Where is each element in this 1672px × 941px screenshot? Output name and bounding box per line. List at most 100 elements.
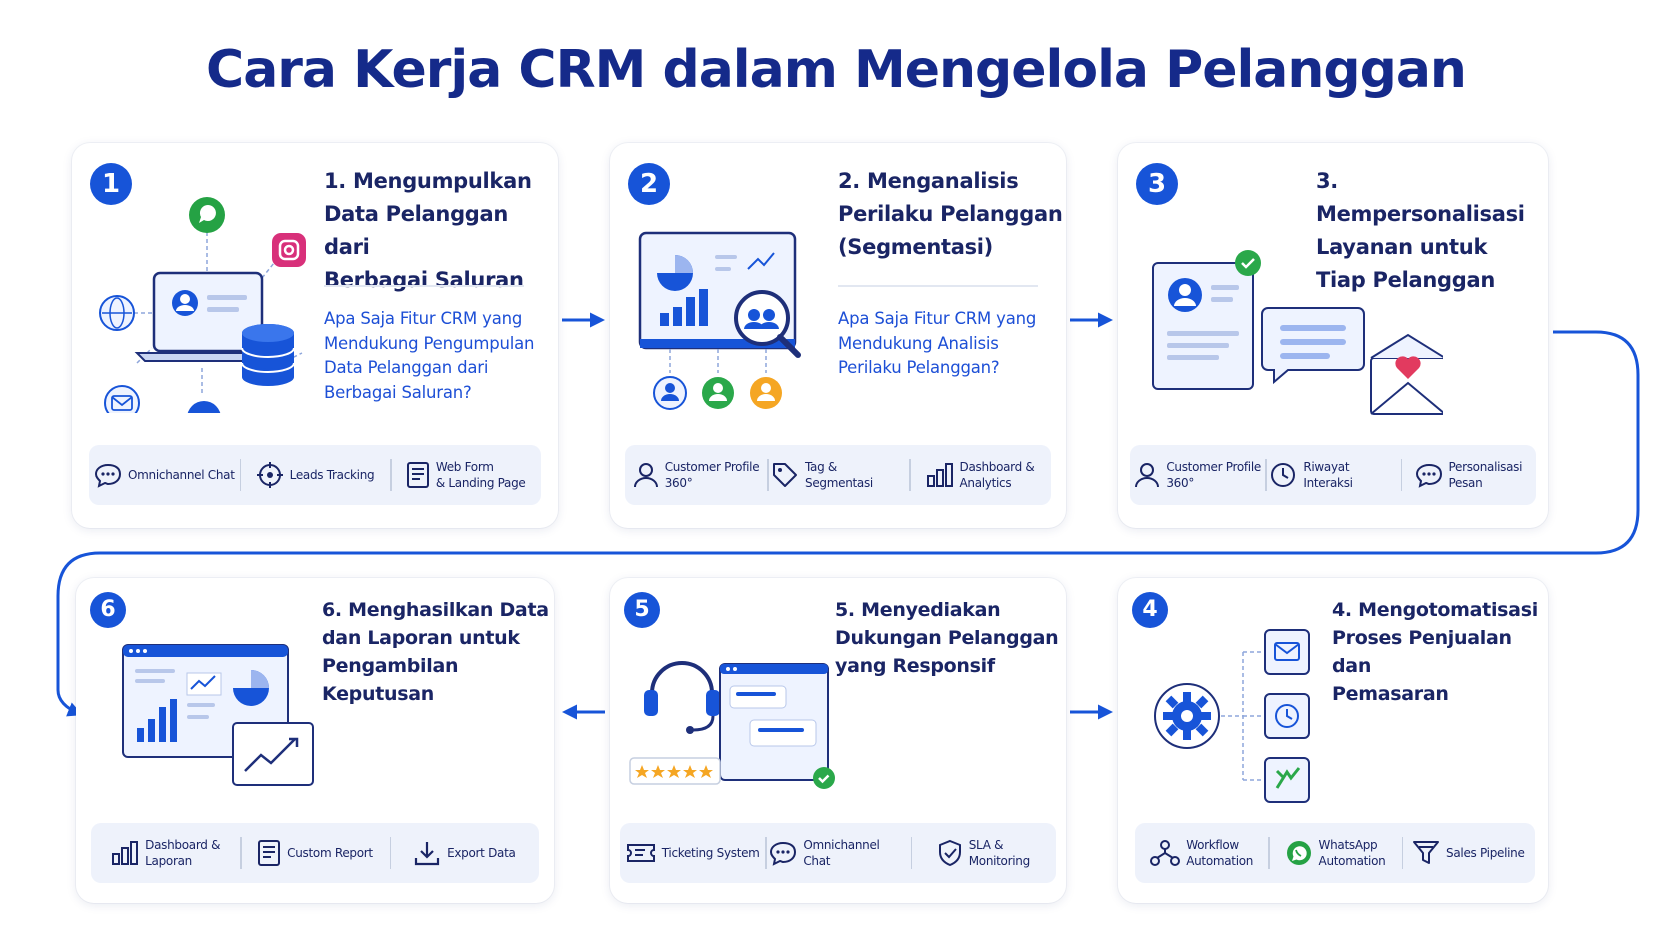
form-document-icon xyxy=(406,462,429,488)
feature-custom-report[interactable]: Custom Report xyxy=(240,823,389,883)
check-badge-icon xyxy=(813,767,835,789)
trend-chart-icon xyxy=(232,722,314,786)
feature-label: Riwayat Interaksi xyxy=(1303,460,1353,490)
instagram-icon xyxy=(272,233,306,267)
feature-omnichannel-chat[interactable]: Omnichannel Chat xyxy=(765,823,910,883)
feature-customer-profile[interactable]: Customer Profile 360° xyxy=(1130,445,1265,505)
email-icon xyxy=(104,385,140,413)
database-icon xyxy=(241,324,295,386)
feature-label: Ticketing System xyxy=(661,846,760,860)
feature-label: Customer Profile 360° xyxy=(1166,460,1261,490)
feature-bar: Workflow Automation WhatsApp Automation … xyxy=(1135,823,1535,883)
feature-whatsapp-automation[interactable]: WhatsApp Automation xyxy=(1268,823,1401,883)
feature-label: Personalisasi Pesan xyxy=(1448,460,1523,490)
feature-label: Tag & Segmentasi xyxy=(805,460,873,490)
feature-riwayat-interaksi[interactable]: Riwayat Interaksi xyxy=(1265,445,1400,505)
feature-label: Customer Profile 360° xyxy=(664,460,760,490)
headset-icon xyxy=(644,661,720,734)
feature-customer-profile[interactable]: Customer Profile 360° xyxy=(625,445,767,505)
page-title: Cara Kerja CRM dalam Mengelola Pelanggan xyxy=(206,40,1467,100)
profile-card-icon xyxy=(1152,262,1254,390)
feature-label: Web Form & Landing Page xyxy=(435,460,526,490)
step-card-2: 2 2. Menganalisis Perilaku Pelanggan (Se… xyxy=(610,143,1066,528)
chat-bubble-icon xyxy=(95,463,122,488)
feature-label: Omnichannel Chat xyxy=(128,468,235,482)
funnel-icon xyxy=(1413,841,1440,864)
whatsapp-icon xyxy=(1286,841,1311,865)
feature-sales-pipeline[interactable]: Sales Pipeline xyxy=(1401,823,1535,883)
ticket-icon xyxy=(626,844,655,862)
feature-label: Leads Tracking xyxy=(289,468,375,482)
shield-check-icon xyxy=(938,839,961,867)
chat-bubble-icon xyxy=(770,841,797,866)
feature-bar: Customer Profile 360° Riwayat Interaksi … xyxy=(1130,445,1536,505)
feature-label: WhatsApp Automation xyxy=(1318,838,1386,868)
deal-icon xyxy=(1264,757,1310,803)
support-illustration xyxy=(629,661,835,789)
feature-dashboard-laporan[interactable]: Dashboard & Laporan xyxy=(91,823,240,883)
report-illustration xyxy=(122,644,314,786)
crosshair-icon xyxy=(256,462,283,488)
feature-label: Omnichannel Chat xyxy=(803,838,880,868)
feature-web-form[interactable]: Web Form & Landing Page xyxy=(390,445,541,505)
divider xyxy=(324,285,524,287)
clock-icon xyxy=(1271,463,1296,487)
feature-label: Sales Pipeline xyxy=(1446,846,1525,860)
flow-line-3-to-4-and-6 xyxy=(56,330,1640,717)
feature-ticketing-system[interactable]: Ticketing System xyxy=(620,823,765,883)
bar-chart-icon xyxy=(112,841,139,865)
step-number-badge: 3 xyxy=(1136,163,1178,205)
check-badge-icon xyxy=(1235,250,1261,276)
feature-personalisasi-pesan[interactable]: Personalisasi Pesan xyxy=(1400,445,1536,505)
feature-label: Export Data xyxy=(447,846,516,860)
step-card-5: 5 5. Menyediakan Dukungan Pelanggan yang… xyxy=(610,578,1066,903)
feature-label: SLA & Monitoring xyxy=(968,838,1030,868)
download-icon xyxy=(414,842,440,866)
step-title: 2. Menganalisis Perilaku Pelanggan (Segm… xyxy=(838,169,1063,259)
feature-bar: Omnichannel Chat Leads Tracking Web Form… xyxy=(89,445,541,505)
step-number-badge: 2 xyxy=(628,163,670,205)
chat-bubble-icon xyxy=(187,401,221,413)
step-card-6: 6 6. Menghasilkan Data dan Laporan untuk… xyxy=(76,578,554,903)
feature-tag-segmentasi[interactable]: Tag & Segmentasi xyxy=(767,445,909,505)
feature-label: Dashboard & Laporan xyxy=(145,838,221,868)
envelope-heart-icon xyxy=(1370,333,1443,415)
report-document-icon xyxy=(258,840,281,866)
step-number-badge: 4 xyxy=(1132,592,1168,628)
feature-export-data[interactable]: Export Data xyxy=(389,823,539,883)
user-profile-icon xyxy=(633,463,658,488)
feature-bar: Dashboard & Laporan Custom Report Export… xyxy=(91,823,539,883)
step-title: 1. Mengumpulkan Data Pelanggan dari Berb… xyxy=(324,169,532,292)
chat-bubble-icon xyxy=(1415,463,1442,488)
step-card-3: 3 3. Mempersonalisasi Layanan untuk Tiap… xyxy=(1118,143,1548,528)
step-card-4: 4 4. Mengotomatisasi Proses Pen xyxy=(1118,578,1548,903)
step-question: Apa Saja Fitur CRM yang Mendukung Pengum… xyxy=(324,309,535,402)
feature-omnichannel-chat[interactable]: Omnichannel Chat xyxy=(89,445,240,505)
user-profile-icon xyxy=(1135,463,1160,488)
feature-bar: Ticketing System Omnichannel Chat SLA & … xyxy=(620,823,1056,883)
personalization-illustration xyxy=(1152,250,1443,415)
step-number-badge: 1 xyxy=(90,163,132,205)
feature-dashboard-analytics[interactable]: Dashboard & Analytics xyxy=(909,445,1051,505)
feature-leads-tracking[interactable]: Leads Tracking xyxy=(239,445,391,505)
feature-label: Custom Report xyxy=(287,846,373,860)
tag-icon xyxy=(773,463,797,487)
step-title: 5. Menyediakan Dukungan Pelanggan yang R… xyxy=(835,599,1059,677)
feature-bar: Customer Profile 360° Tag & Segmentasi D… xyxy=(625,445,1051,505)
step-number-badge: 5 xyxy=(624,592,660,628)
feature-sla-monitoring[interactable]: SLA & Monitoring xyxy=(910,823,1056,883)
step-card-1: 1 1. Mengumpulkan Data Pelan xyxy=(72,143,558,528)
step-title: 3. Mempersonalisasi Layanan untuk Tiap P… xyxy=(1316,169,1525,292)
feature-workflow-automation[interactable]: Workflow Automation xyxy=(1135,823,1268,883)
analytics-illustration xyxy=(638,231,801,410)
gear-icon xyxy=(1154,683,1220,749)
workflow-icon xyxy=(1150,840,1181,866)
bar-chart-icon xyxy=(926,463,953,487)
step-question: Apa Saja Fitur CRM yang Mendukung Analis… xyxy=(838,309,1037,377)
divider xyxy=(838,285,1038,287)
star-rating xyxy=(635,765,713,778)
step-title: 4. Mengotomatisasi Proses Penjualan dan … xyxy=(1332,599,1538,705)
feature-label: Workflow Automation xyxy=(1186,838,1254,868)
step-title: 6. Menghasilkan Data dan Laporan untuk P… xyxy=(322,599,549,705)
